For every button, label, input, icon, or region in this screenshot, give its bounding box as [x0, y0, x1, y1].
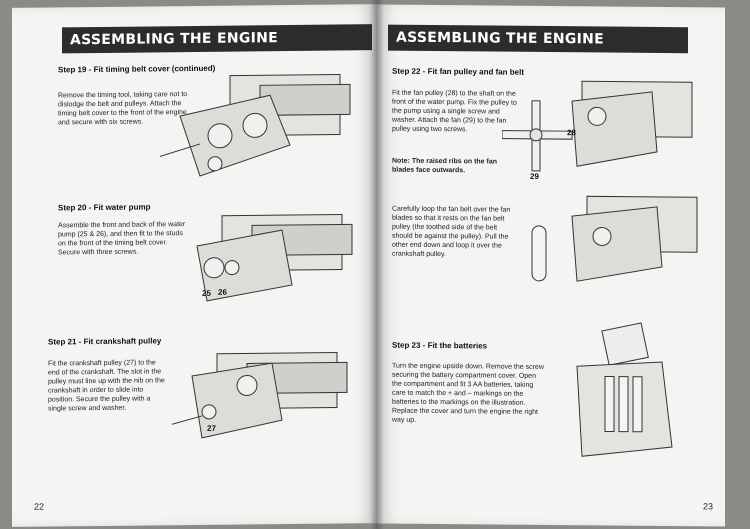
engine-illustration-step-20 — [196, 213, 353, 302]
part-label-26: 26 — [218, 287, 227, 297]
part-label-27: 27 — [207, 423, 216, 433]
left-page-number: 22 — [34, 501, 45, 512]
step-22-note: Note: The raised ribs on the fan blades … — [392, 157, 498, 175]
engine-illustration-step-21 — [172, 352, 348, 439]
step-23-text: Turn the engine upside down. Remove the … — [392, 362, 544, 424]
step-21-title: Step 21 - Fit crankshaft pulley — [48, 336, 162, 347]
part-label-25: 25 — [202, 288, 211, 298]
step-20-title: Step 20 - Fit water pump — [58, 202, 151, 213]
left-page-banner: ASSEMBLING THE ENGINE — [62, 24, 372, 54]
part-label-29: 29 — [530, 171, 539, 181]
engine-illustration-fan-belt — [531, 195, 698, 282]
step-23-title: Step 23 - Fit the batteries — [392, 340, 488, 351]
step-21-text: Fit the crankshaft pulley (27) to the en… — [48, 359, 165, 413]
part-label-28: 28 — [567, 128, 576, 138]
step-22-continued-text: Carefully loop the fan belt over the fan… — [392, 205, 511, 259]
right-page: ASSEMBLING THE ENGINE Step 22 - Fit fan … — [377, 4, 725, 527]
step-20-text: Assemble the front and back of the water… — [58, 221, 186, 257]
engine-illustration-step-22 — [502, 80, 693, 172]
book-gutter — [370, 0, 384, 529]
right-page-number: 23 — [703, 501, 714, 512]
left-page: ASSEMBLING THE ENGINE Step 19 - Fit timi… — [12, 4, 377, 527]
battery-compartment-illustration — [576, 322, 673, 457]
right-page-banner: ASSEMBLING THE ENGINE — [388, 24, 688, 54]
engine-illustration-step-19 — [160, 73, 351, 177]
